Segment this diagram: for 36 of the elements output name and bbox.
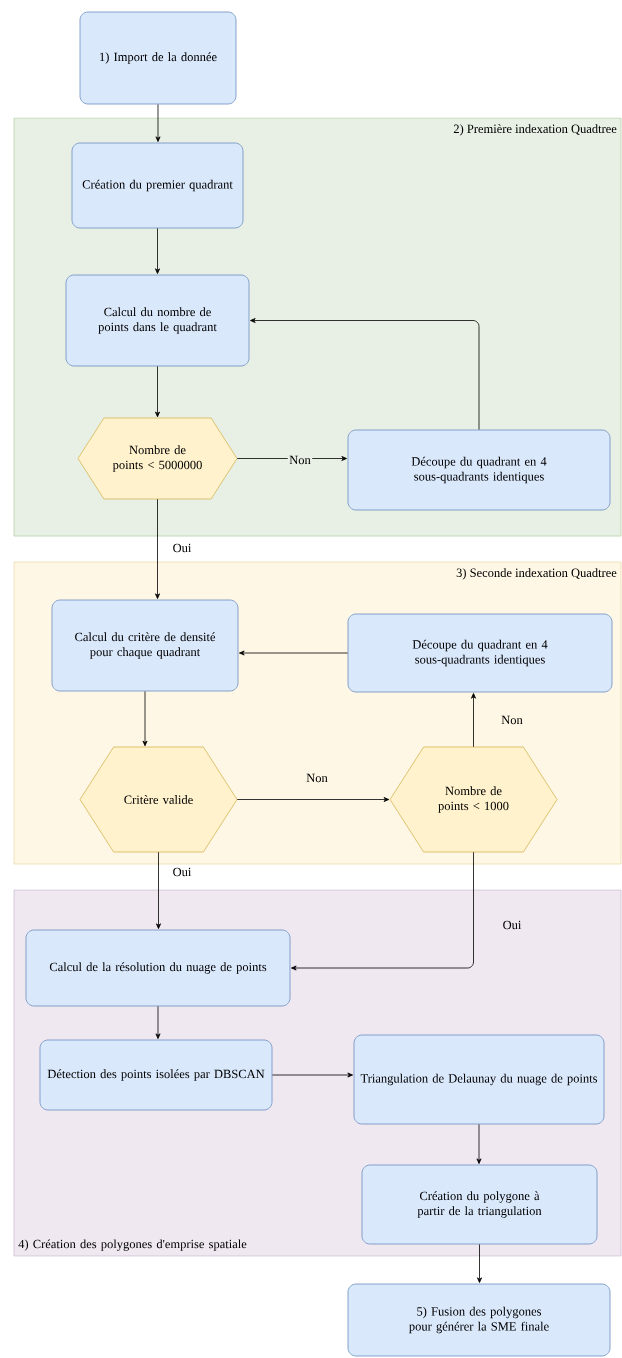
arrow [236, 797, 390, 802]
process-box: Découpe du quadrant en 4 sous-quadrants identiques [347, 429, 611, 511]
edge-label: Non [287, 454, 313, 466]
arrow [155, 366, 160, 418]
arrow [476, 1124, 482, 1164]
edge-label: Non [304, 772, 330, 784]
process-box: Détection des points isolées par DBSCAN [39, 1039, 273, 1111]
decision-hexagon: Critère valide [79, 746, 238, 853]
process-box: Calcul du nombre de points dans le quadrant [65, 274, 250, 367]
process-box: Triangulation de Delaunay du nuage de points [353, 1034, 605, 1125]
arrow [155, 498, 160, 599]
arrow [156, 851, 161, 929]
arrow [239, 650, 348, 656]
arrow [291, 851, 474, 971]
process-box: Découpe du quadrant en 4 sous-quadrants identiques [347, 613, 613, 693]
edge-label: Oui [171, 542, 193, 554]
arrow [471, 693, 476, 748]
process-box: 5) Fusion des polygones pour générer la SME finale [347, 1283, 611, 1357]
process-box: Création du premier quadrant [71, 142, 244, 229]
edge-label: Oui [501, 919, 523, 931]
arrow [272, 1072, 353, 1078]
process-box: Calcul de la résolution du nuage de points [25, 929, 291, 1007]
process-box: 1) Import de la donnée [79, 11, 237, 105]
decision-hexagon: Nombre de points < 5000000 [77, 417, 238, 500]
arrow [477, 1244, 482, 1283]
arrow [250, 318, 480, 430]
process-box: Création du polygone à partir de la triangulation [361, 1164, 598, 1245]
process-box: Calcul du critère de densité pour chaque quadrant [51, 599, 239, 692]
edge-label: Oui [171, 866, 193, 878]
edge-label: Non [499, 714, 525, 726]
arrow [155, 228, 160, 274]
decision-hexagon: Nombre de points < 1000 [389, 746, 558, 853]
arrow [236, 456, 347, 461]
arrow [155, 1006, 161, 1039]
arrow [142, 691, 148, 747]
arrow [155, 104, 161, 142]
